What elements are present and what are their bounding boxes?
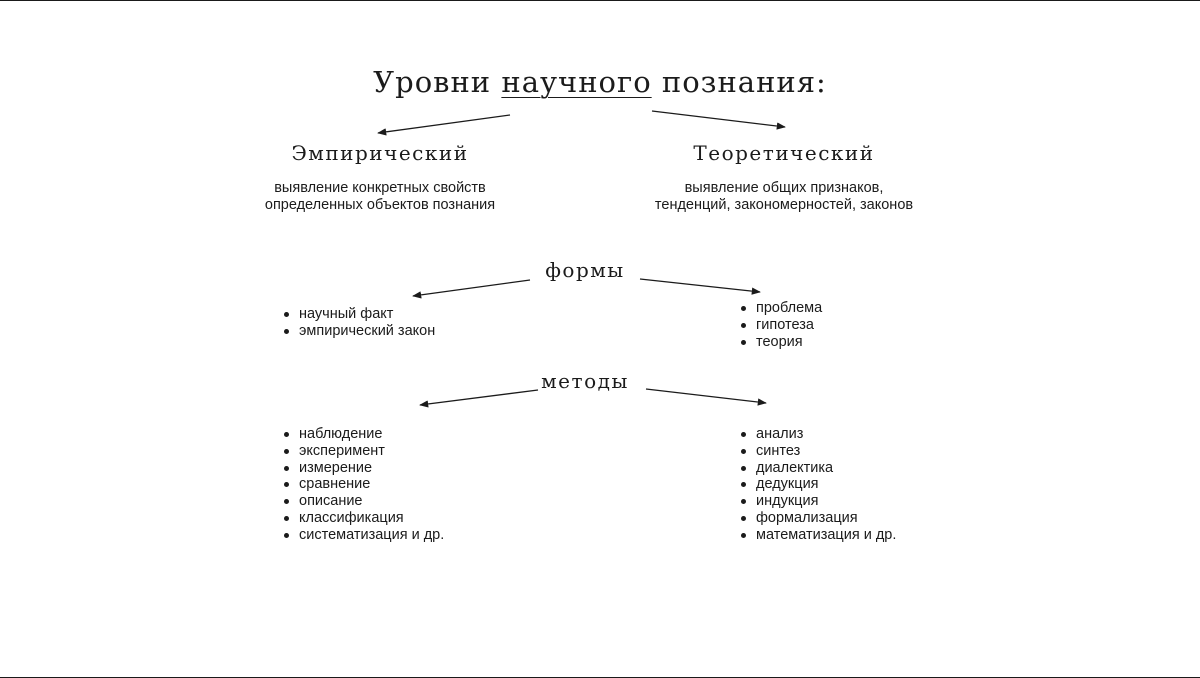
theoretical-description-line: выявление общих признаков,: [684, 180, 884, 196]
theoretical-level-name: Теоретический: [693, 141, 875, 165]
theoretical-description-line: тенденций, закономерностей, законов: [654, 197, 914, 213]
empirical-description-line: определенных объектов познания: [264, 197, 496, 213]
methods-heading: методы: [541, 369, 629, 393]
empirical-description-line: выявление конкретных свойств: [274, 180, 486, 196]
arrow-forms-to-empirical: [412, 279, 531, 299]
list-item: эксперимент: [284, 443, 444, 460]
list-item: формализация: [741, 510, 896, 527]
list-item: математизация и др.: [741, 527, 896, 544]
list-item: сравнение: [284, 476, 444, 493]
list-item: диалектика: [741, 460, 896, 477]
theoretical-description: выявление общих признаков, тенденций, за…: [612, 180, 956, 214]
list-item: классификация: [284, 510, 444, 527]
list-item: синтез: [741, 443, 896, 460]
page-title: Уровни научного познания:: [0, 65, 1200, 99]
arrow-title-to-theoretical: [651, 110, 786, 130]
list-item: проблема: [741, 300, 822, 317]
list-item: эмпирический закон: [284, 323, 435, 340]
list-item: описание: [284, 493, 444, 510]
title-before: Уровни: [373, 65, 502, 99]
arrow-methods-to-empirical: [419, 389, 539, 408]
list-item: теория: [741, 334, 822, 351]
list-item: индукция: [741, 493, 896, 510]
theoretical-forms-list: проблема гипотеза теория: [741, 300, 822, 350]
empirical-methods-list: наблюдение эксперимент измерение сравнен…: [284, 426, 444, 544]
list-item: научный факт: [284, 306, 435, 323]
arrow-forms-to-theoretical: [639, 278, 761, 295]
arrow-methods-to-theoretical: [645, 388, 767, 406]
list-item: гипотеза: [741, 317, 822, 334]
empirical-level-name: Эмпирический: [291, 141, 469, 165]
theoretical-methods-list: анализ синтез диалектика дедукция индукц…: [741, 426, 896, 544]
arrow-title-to-empirical: [377, 114, 511, 136]
list-item: анализ: [741, 426, 896, 443]
list-item: дедукция: [741, 476, 896, 493]
empirical-forms-list: научный факт эмпирический закон: [284, 306, 435, 340]
list-item: наблюдение: [284, 426, 444, 443]
list-item: измерение: [284, 460, 444, 477]
forms-heading: формы: [545, 258, 625, 282]
list-item: систематизация и др.: [284, 527, 444, 544]
title-after: познания:: [651, 65, 827, 99]
empirical-description: выявление конкретных свойств определенны…: [230, 180, 530, 214]
title-underlined-word: научного: [501, 65, 652, 99]
